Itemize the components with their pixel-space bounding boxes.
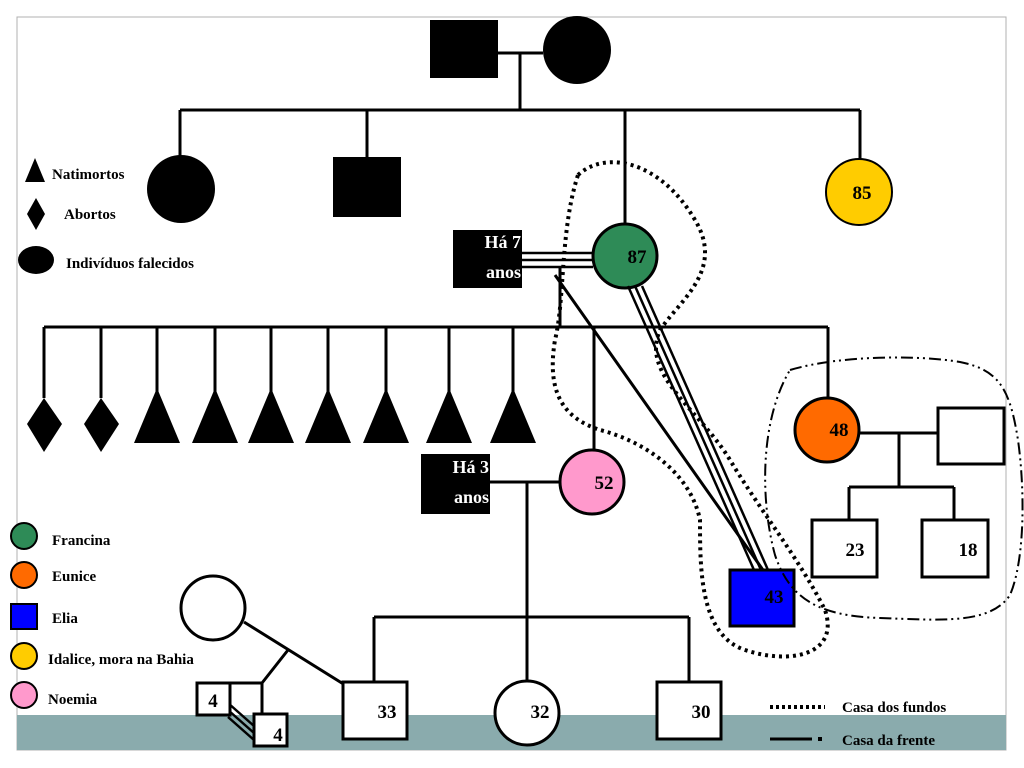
eunice-husband-square xyxy=(936,406,1006,466)
elia-legend-swatch xyxy=(10,603,38,630)
francina-legend-swatch xyxy=(10,522,38,550)
eunice-legend-swatch xyxy=(10,561,38,589)
elia-age: 43 xyxy=(765,587,784,608)
daughter-32-age: 32 xyxy=(531,702,550,723)
daughter-32-circle xyxy=(493,679,561,747)
miscarriage-legend-label: Abortos xyxy=(64,207,116,223)
back-house-legend-label: Casa dos fundos xyxy=(842,700,946,716)
noemia-circle xyxy=(558,448,626,516)
back-house-boundary xyxy=(550,160,830,659)
elia-square xyxy=(728,568,796,628)
front-house-legend-label: Casa da frente xyxy=(842,733,935,749)
son-33-age: 33 xyxy=(378,702,397,723)
noemia-husband-square xyxy=(421,454,490,514)
noemia-legend-label: Noemia xyxy=(48,692,98,708)
twin-a-age: 4 xyxy=(208,691,218,712)
front-house-legend-dot xyxy=(818,737,822,741)
francina-husband-square xyxy=(453,230,522,288)
noemia-age: 52 xyxy=(595,473,614,494)
deceased-legend-ellipse xyxy=(18,246,54,274)
francina-age: 87 xyxy=(628,247,648,268)
stillbirth-triangle xyxy=(248,388,294,443)
twin-b-age: 4 xyxy=(273,725,283,746)
eunice-son-23-square xyxy=(810,518,879,579)
son33-partner-circle xyxy=(179,574,247,642)
twin-b-square xyxy=(252,712,289,748)
grandfather-deceased-square xyxy=(430,20,498,78)
stillbirth-triangle xyxy=(192,388,238,443)
eunice-son-18-age: 18 xyxy=(959,540,978,561)
son-33-square xyxy=(341,680,409,741)
front-house-boundary xyxy=(764,356,1024,621)
separation-7-years-line2: anos xyxy=(486,262,521,282)
deceased-legend-label: Indivíduos falecidos xyxy=(66,256,194,272)
francina-circle xyxy=(591,222,659,290)
miscarriage-legend-diamond xyxy=(27,198,45,230)
noemia-legend-swatch xyxy=(10,681,38,709)
grandmother-deceased-circle xyxy=(543,16,611,84)
stillbirth-legend-label: Natimortos xyxy=(52,167,125,183)
idalice-legend-swatch xyxy=(10,642,38,670)
idalice-circle xyxy=(825,158,893,226)
eunice-son-18-square xyxy=(920,518,990,579)
stillbirth-triangle xyxy=(363,388,409,443)
idalice-legend-label: Idalice, mora na Bahia xyxy=(48,652,194,668)
stillbirth-triangle xyxy=(305,388,351,443)
stillbirth-triangle xyxy=(490,388,536,443)
son-30-square xyxy=(655,680,723,741)
aunt-deceased-circle xyxy=(147,155,215,223)
eunice-age: 48 xyxy=(830,420,849,441)
eunice-legend-label: Eunice xyxy=(52,569,97,585)
eunice-circle xyxy=(793,396,861,464)
miscarriage-diamond xyxy=(84,398,119,452)
stillbirth-legend-triangle xyxy=(25,158,45,182)
idalice-age: 85 xyxy=(853,183,872,204)
twin-a-square xyxy=(195,681,232,717)
stillbirth-triangle xyxy=(426,388,472,443)
stillbirth-triangle xyxy=(134,388,180,443)
miscarriage-diamond xyxy=(27,398,62,452)
separation-7-years-line1: Há 7 xyxy=(484,232,521,252)
separation-3-years-line1: Há 3 xyxy=(452,457,489,477)
uncle-deceased-square xyxy=(333,157,401,217)
eunice-son-23-age: 23 xyxy=(846,540,865,561)
separation-3-years-line2: anos xyxy=(454,487,489,507)
francina-legend-label: Francina xyxy=(52,533,111,549)
elia-legend-label: Elia xyxy=(52,611,78,627)
son-30-age: 30 xyxy=(692,702,711,723)
